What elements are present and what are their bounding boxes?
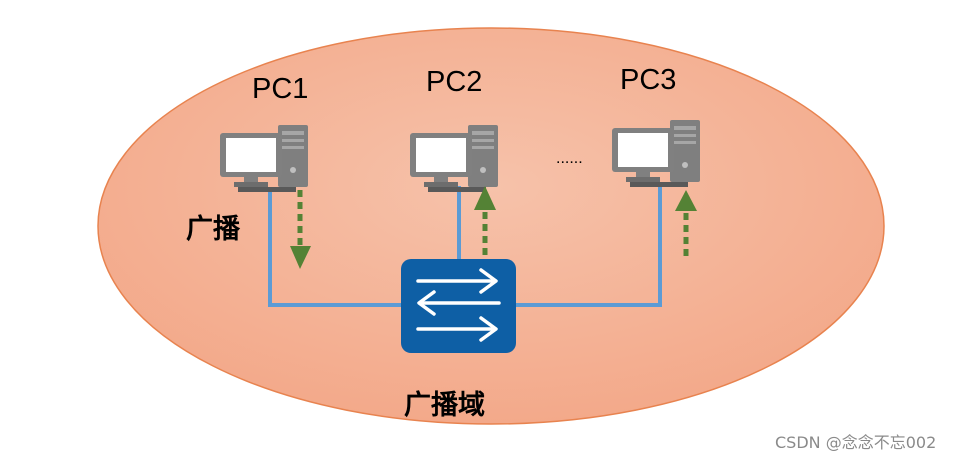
broadcast-arrow-down bbox=[290, 190, 311, 269]
broadcast-arrow-up bbox=[474, 186, 496, 256]
pc1-label: PC1 bbox=[252, 73, 308, 105]
watermark-text: CSDN @念念不忘002 bbox=[775, 433, 936, 452]
link-pc3-switch bbox=[515, 186, 662, 307]
broadcast-arrow-up bbox=[675, 190, 697, 256]
pc2-label: PC2 bbox=[426, 66, 482, 98]
switch-icon[interactable] bbox=[401, 259, 516, 353]
network-links bbox=[268, 186, 662, 307]
more-pcs-ellipsis: ...... bbox=[556, 150, 583, 167]
link-pc1-switch bbox=[268, 188, 402, 307]
broadcast-domain-label: 广播域 bbox=[404, 390, 485, 421]
broadcast-label: 广播 bbox=[186, 214, 241, 245]
pc3-label: PC3 bbox=[620, 64, 676, 96]
